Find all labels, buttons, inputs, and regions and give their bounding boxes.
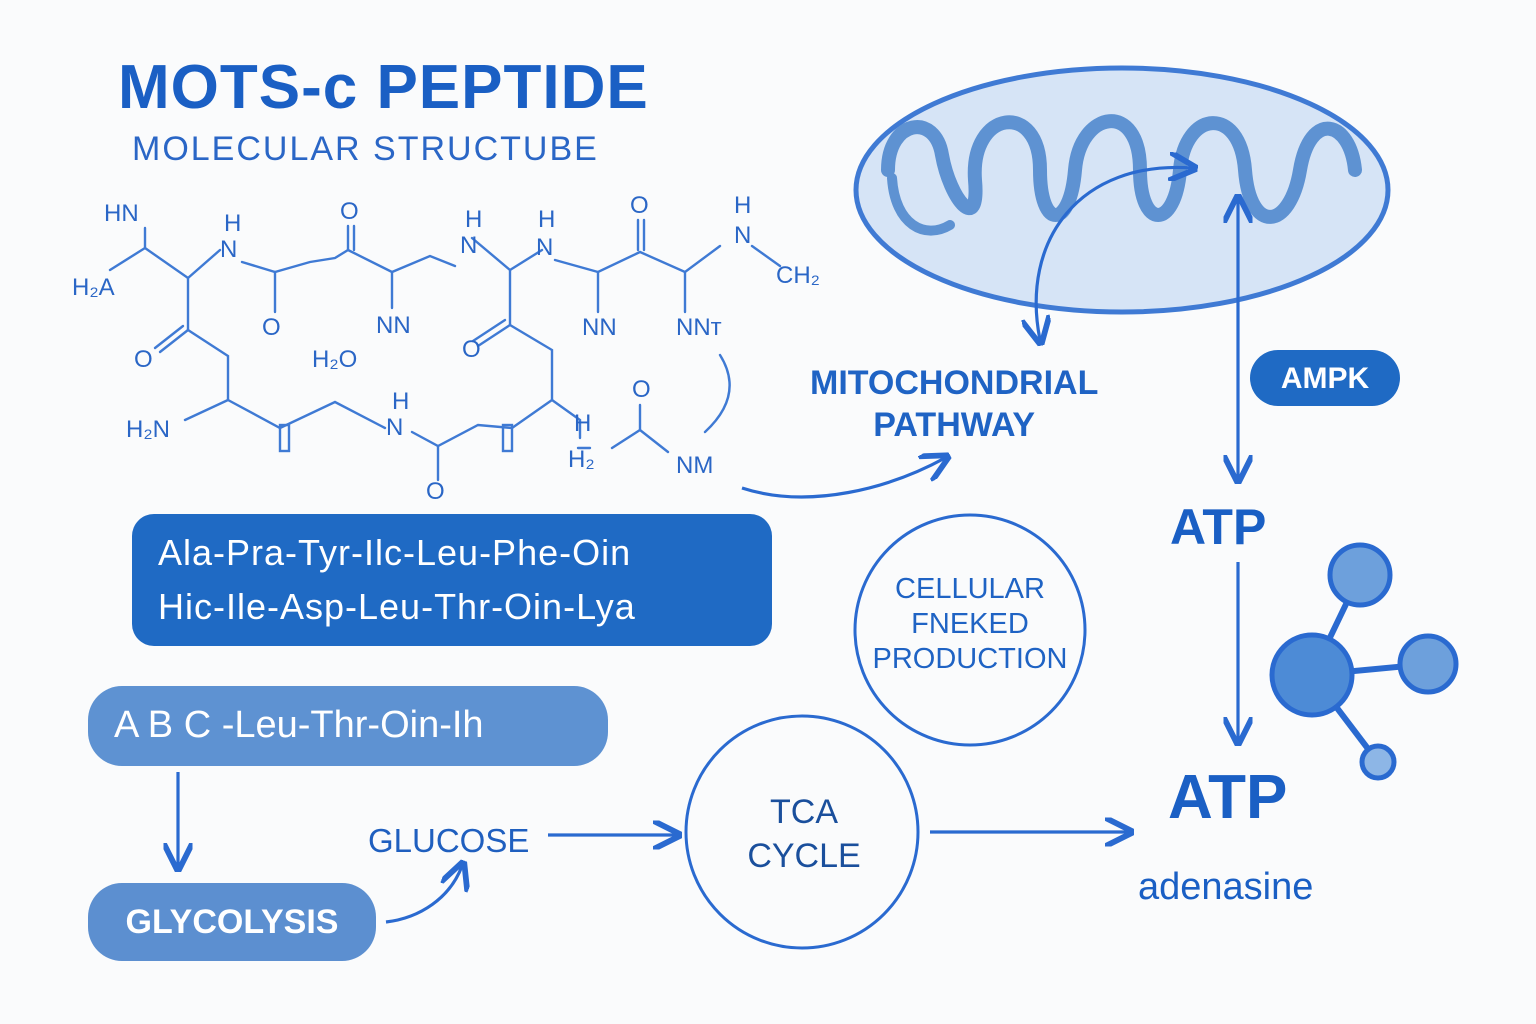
tca-line-2: CYCLE — [747, 837, 861, 875]
cellular-production-label: CELLULAR FNEKED PRODUCTION — [855, 572, 1085, 677]
atom-label: O — [340, 198, 359, 225]
tca-line-1: TCA — [770, 793, 838, 831]
cellular-line-2: FNEKED — [911, 608, 1029, 640]
connectors — [178, 167, 1238, 924]
tca-cycle-circle — [684, 714, 920, 950]
tca-cycle-label: TCA CYCLE — [690, 790, 918, 878]
glycolysis-label: GLYCOLYSIS — [125, 903, 339, 941]
abc-sequence-label: A B C -Leu-Thr-Oin-Ih — [114, 704, 484, 746]
ampk-label: AMPK — [1280, 362, 1370, 395]
atom-label: H — [224, 210, 242, 237]
mitochondrion-illustration — [853, 65, 1391, 315]
atom-label: O — [262, 314, 281, 341]
atom-label: N — [220, 236, 238, 263]
mito-line-1: MITOCHONDRIAL — [810, 364, 1099, 402]
abc-sequence-pill: A B C -Leu-Thr-Oin-Ih — [88, 686, 608, 766]
atom-label: H₂N — [126, 416, 170, 443]
molecular-structure — [108, 218, 782, 482]
arrow-glycolysis-to-glucose — [385, 866, 462, 924]
atom-label: H₂A — [72, 274, 115, 301]
atom-label: H₂ — [568, 446, 595, 473]
page-title: MOTS-c PEPTIDE — [118, 53, 649, 122]
sequence-line-1: Ala-Pra-Tyr-Ilc-Leu-Phe-Oin — [158, 532, 632, 573]
arrow-to-mito-pathway — [741, 458, 945, 499]
atom-label: NM — [676, 452, 714, 479]
atom-label: N — [734, 222, 752, 249]
mitochondrial-pathway-label: MITOCHONDRIAL PATHWAY — [810, 362, 1098, 446]
atom-label: H — [538, 206, 556, 233]
atp-top-label: ATP — [1170, 499, 1267, 555]
atom-label: N — [536, 234, 554, 261]
cellular-line-3: PRODUCTION — [872, 643, 1068, 675]
atom-label: O — [462, 336, 481, 363]
glucose-label: GLUCOSE — [368, 822, 530, 859]
atom-label: CH₂ — [776, 262, 820, 289]
atom-label: O — [134, 346, 153, 373]
atom-label: O — [426, 478, 445, 505]
arrow-mito-loop — [1036, 167, 1192, 340]
atom-label: NN — [376, 312, 411, 339]
cellular-line-1: CELLULAR — [895, 573, 1045, 605]
atom-label: NNᴛ — [676, 314, 722, 341]
atom-label: H — [574, 410, 592, 437]
adenasine-label: adenasine — [1138, 866, 1314, 908]
atom-label: H₂O — [312, 346, 358, 373]
atom-label: O — [630, 192, 649, 219]
ampk-pill: AMPK — [1250, 350, 1400, 406]
amino-acid-sequence-box: Ala-Pra-Tyr-Ilc-Leu-Phe-Oin Hic-Ile-Asp-… — [132, 514, 772, 646]
molecule-icon — [1269, 542, 1459, 781]
glycolysis-pill: GLYCOLYSIS — [88, 883, 376, 961]
atom-label: N — [460, 232, 478, 259]
page-subtitle: MOLECULAR STRUCTUBE — [132, 130, 599, 168]
atom-label: H — [734, 192, 752, 219]
atom-label: N — [386, 414, 404, 441]
atom-label: H — [392, 388, 410, 415]
atom-label: HN — [104, 200, 139, 227]
sequence-line-2: Hic-Ile-Asp-Leu-Thr-Oin-Lya — [158, 586, 636, 627]
atom-label: O — [632, 376, 651, 403]
atom-label: NN — [582, 314, 617, 341]
cellular-production-circle — [853, 513, 1087, 747]
atom-label: H — [465, 206, 483, 233]
mito-line-2: PATHWAY — [873, 406, 1036, 444]
atp-bottom-label: ATP — [1168, 763, 1288, 832]
